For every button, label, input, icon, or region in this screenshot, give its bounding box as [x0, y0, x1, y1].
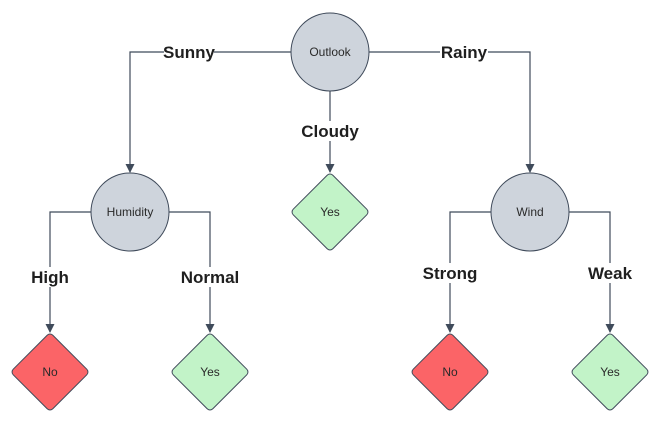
edge-line-strong — [445, 211, 491, 333]
leaf-high-no-label: No — [42, 365, 58, 379]
leaf-normal-yes-diamond — [171, 333, 249, 411]
node-outlook: Outlook — [290, 12, 370, 92]
node-humidity-label: Humidity — [107, 205, 154, 219]
edge-label-high-group: High — [30, 267, 70, 287]
leaf-normal-yes: Yes — [171, 333, 249, 411]
edge-label-high: High — [31, 268, 69, 287]
edge-normal — [169, 211, 215, 333]
edge-label-cloudy-group: Cloudy — [301, 121, 359, 141]
leaf-cloudy-yes-label: Yes — [320, 205, 340, 219]
node-outlook-label: Outlook — [309, 45, 351, 59]
leaf-weak-yes-label: Yes — [600, 365, 620, 379]
edge-label-sunny-group: Sunny — [163, 42, 216, 62]
edge-label-sunny: Sunny — [163, 43, 215, 62]
edge-label-rainy: Rainy — [441, 43, 488, 62]
edge-line-sunny — [125, 51, 291, 173]
leaf-high-no: No — [11, 333, 89, 411]
leaf-cloudy-yes-diamond — [291, 173, 369, 251]
edge-rainy — [369, 51, 535, 173]
edge-label-weak: Weak — [588, 264, 633, 283]
leaf-high-no-diamond — [11, 333, 89, 411]
edge-line-rainy — [369, 51, 535, 173]
node-wind-label: Wind — [516, 205, 543, 219]
node-wind: Wind — [490, 172, 570, 252]
edge-label-cloudy: Cloudy — [301, 122, 359, 141]
node-humidity-circle — [90, 172, 170, 252]
edge-label-normal: Normal — [181, 268, 240, 287]
edge-weak — [569, 211, 615, 333]
leaf-strong-no-label: No — [442, 365, 458, 379]
leaf-strong-no-diamond — [411, 333, 489, 411]
node-outlook-circle — [290, 12, 370, 92]
edge-strong — [445, 211, 491, 333]
edge-label-rainy-group: Rainy — [440, 42, 488, 62]
node-humidity: Humidity — [90, 172, 170, 252]
node-wind-circle — [490, 172, 570, 252]
edge-line-high — [45, 211, 91, 333]
edge-label-weak-group: Weak — [586, 263, 634, 283]
edge-label-strong-group: Strong — [422, 263, 478, 283]
edge-line-weak — [569, 211, 615, 333]
edge-label-strong: Strong — [423, 264, 478, 283]
leaf-cloudy-yes: Yes — [291, 173, 369, 251]
edge-high — [45, 211, 91, 333]
edge-sunny — [125, 51, 291, 173]
leaf-strong-no: No — [411, 333, 489, 411]
leaf-weak-yes: Yes — [571, 333, 649, 411]
edge-label-normal-group: Normal — [180, 267, 240, 287]
edge-line-normal — [169, 211, 215, 333]
leaf-normal-yes-label: Yes — [200, 365, 220, 379]
leaf-weak-yes-diamond — [571, 333, 649, 411]
